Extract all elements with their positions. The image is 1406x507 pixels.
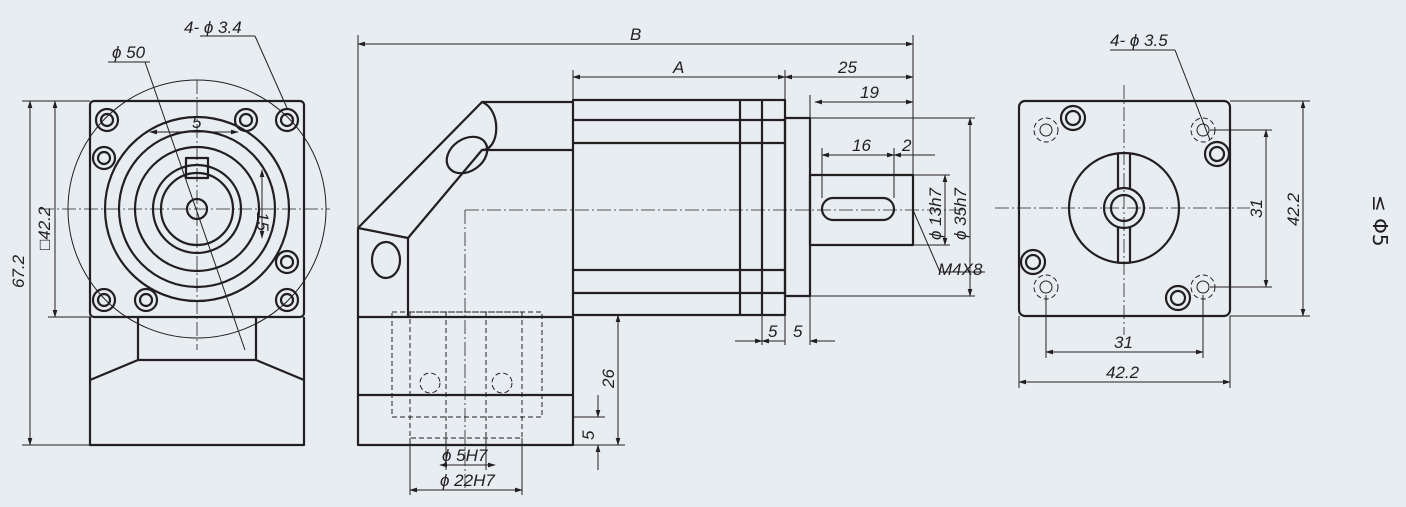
side-angle-lower bbox=[407, 148, 573, 239]
shaft-total-label: 25 bbox=[837, 58, 857, 77]
rear-mount-holes bbox=[1033, 117, 1216, 300]
overall-length-label: B bbox=[630, 25, 641, 44]
front-hole-label: 4- ϕ 3.4 bbox=[184, 18, 242, 37]
side-oval-hole bbox=[445, 135, 489, 175]
side-base-hidden bbox=[391, 311, 543, 418]
pilot-dia-label: ϕ 35h7 bbox=[951, 187, 970, 240]
front-key2-label: 15 bbox=[253, 212, 272, 231]
front-base-ribs bbox=[89, 317, 305, 382]
flange1-label: 5 bbox=[768, 322, 778, 341]
side-view bbox=[356, 35, 985, 495]
side-base bbox=[356, 315, 575, 447]
key-length-label: 16 bbox=[852, 136, 871, 155]
rear-view bbox=[995, 49, 1310, 388]
base-thick-label: 5 bbox=[579, 430, 598, 440]
thread-label: M4X8 bbox=[938, 260, 983, 279]
rear-hole-label: 4- ϕ 3.5 bbox=[1110, 31, 1168, 50]
side-round-hole bbox=[370, 240, 402, 280]
rear-pitch-h-label: 31 bbox=[1114, 333, 1133, 352]
front-square-label: □42.2 bbox=[35, 206, 54, 250]
base-height-label: 26 bbox=[599, 369, 618, 389]
boss-dia-label: ϕ 22H7 bbox=[440, 471, 495, 490]
shaft-length-label: 19 bbox=[860, 83, 879, 102]
side-shaft-keyway bbox=[820, 196, 896, 222]
front-pcd-label: ϕ 50 bbox=[112, 43, 146, 62]
side-main-body bbox=[571, 98, 787, 317]
rear-flange-square bbox=[1017, 99, 1232, 318]
flange2-label: 5 bbox=[793, 322, 803, 341]
rear-square-v-label: 42.2 bbox=[1284, 192, 1303, 226]
rear-slots bbox=[1116, 153, 1132, 263]
key-offset-label: 2 bbox=[901, 136, 912, 155]
rear-pitch-v-label: 31 bbox=[1247, 199, 1266, 218]
side-pilot-flange bbox=[783, 116, 812, 298]
shaft-limit-note: ≤ Φ5 bbox=[1368, 195, 1392, 247]
side-angle-housing bbox=[356, 100, 573, 317]
front-view bbox=[22, 35, 330, 447]
front-bolt-holes bbox=[91, 107, 300, 313]
rear-bolt-holes bbox=[1019, 104, 1231, 312]
front-height-label: 67.2 bbox=[9, 254, 28, 288]
front-key-label: 5 bbox=[192, 113, 202, 132]
shaft-dia-label: ϕ 13h7 bbox=[926, 187, 945, 240]
body-length-label: A bbox=[672, 58, 684, 77]
front-base bbox=[88, 317, 306, 447]
pin-dia-label: ϕ 5H7 bbox=[442, 446, 488, 465]
rear-square-h-label: 42.2 bbox=[1106, 363, 1140, 382]
